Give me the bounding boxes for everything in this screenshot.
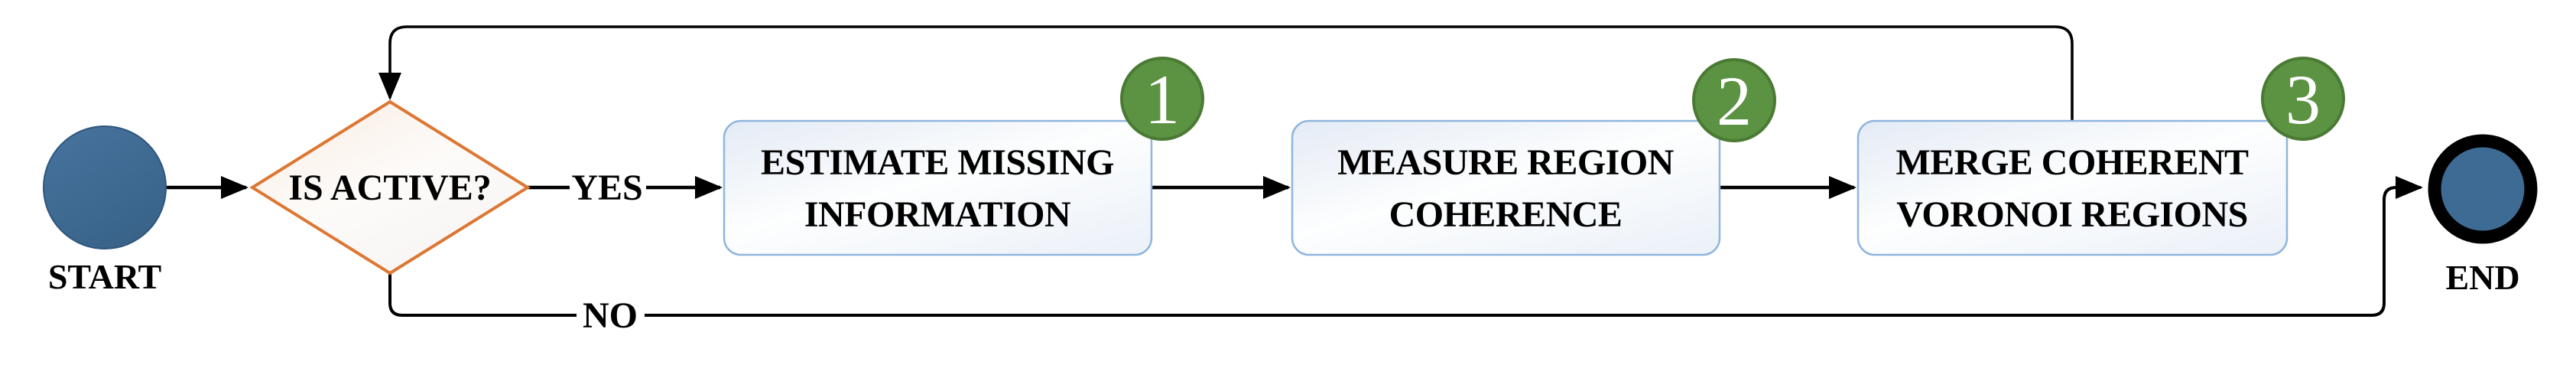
end-node-inner bbox=[2440, 146, 2526, 232]
step3-label-line1: MERGE COHERENT bbox=[1895, 142, 2249, 183]
step1-badge bbox=[1120, 57, 1204, 141]
step2-label-line2: COHERENCE bbox=[1389, 194, 1623, 235]
step2-box bbox=[1291, 119, 1721, 256]
step1-badge-number: 1 bbox=[1145, 60, 1180, 139]
step2-label-line1: MEASURE REGION bbox=[1337, 142, 1675, 183]
step2-badge-number: 2 bbox=[1717, 62, 1752, 140]
connector-loop-back bbox=[378, 25, 2074, 121]
connector-no-path-right bbox=[645, 176, 2423, 317]
step1-label-line2: INFORMATION bbox=[804, 194, 1071, 235]
start-label: START bbox=[48, 257, 161, 296]
start-node bbox=[43, 125, 167, 249]
end-label: END bbox=[2445, 258, 2519, 297]
step3-box bbox=[1856, 119, 2289, 256]
step3-badge bbox=[2261, 57, 2345, 141]
end-node-ring bbox=[2428, 134, 2538, 244]
step3-badge-number: 3 bbox=[2285, 60, 2321, 139]
yes-label: YES bbox=[571, 168, 642, 208]
no-label: NO bbox=[583, 295, 638, 336]
step1-label-line1: ESTIMATE MISSING bbox=[761, 142, 1114, 183]
decision-node bbox=[249, 99, 531, 275]
step1-box bbox=[723, 119, 1153, 256]
decision-label: IS ACTIVE? bbox=[288, 168, 491, 208]
step3-label-line2: VORONOI REGIONS bbox=[1896, 194, 2248, 235]
step2-badge bbox=[1692, 58, 1776, 142]
connector-no-path-left bbox=[388, 273, 577, 317]
